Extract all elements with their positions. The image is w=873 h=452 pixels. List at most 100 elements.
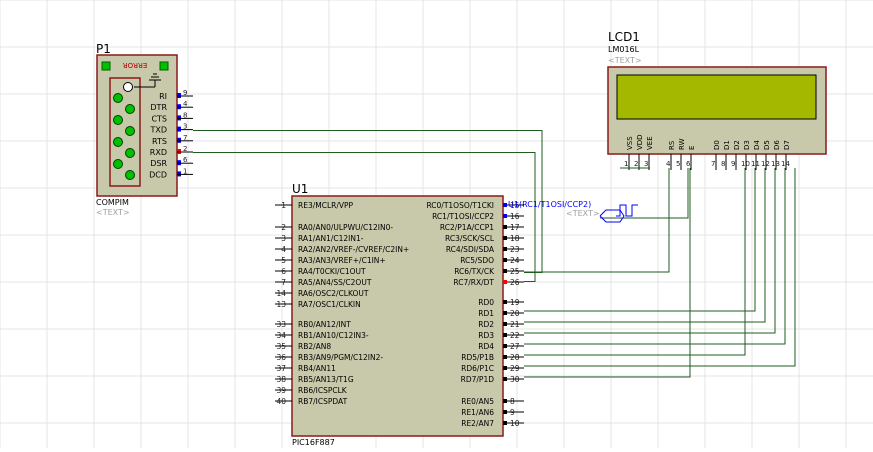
p1-pin-number: 8 [183,111,187,119]
p1-led-right [159,61,169,71]
mcu-right-pin-marker [503,247,507,251]
wire-rd5[interactable] [524,168,746,356]
mcu-right-pin-number: 28 [510,353,520,362]
lcd-pin-label-d2: D2 [733,140,741,150]
mcu-right-pin-marker [503,300,507,304]
lcd-ref: LCD1 [608,30,640,44]
mcu-left-pin-label: RA0/AN0/ULPWU/C12IN0- [298,223,393,232]
mcu-left-pin-label: RB7/ICSPDAT [298,397,348,406]
mcu-right-pin-marker [503,333,507,337]
p1-signal-dtr: DTR [150,103,167,112]
p1-pin-number: 9 [183,89,187,97]
lcd-pin-label-d3: D3 [743,140,751,150]
mcu-right-pin-label: RD5/P1B [461,353,494,362]
wire-d7-rd4[interactable] [524,168,786,345]
mcu-left-pin-label: RA1/AN1/C12IN1- [298,234,364,243]
p1-pin-number: 1 [183,167,187,175]
lcd-pin-label-d6: D6 [773,140,781,150]
lcd-pin-label-e: E [688,146,696,150]
mcu-right-pin-number: 25 [510,267,520,276]
p1-signal-dsr: DSR [150,159,167,168]
mcu-left-pin-label: RA4/T0CKI/C1OUT [298,267,366,276]
p1-pin-number: 6 [183,156,188,164]
wire-rxd-rc7[interactable] [193,152,536,282]
mcu-right-pin-number: 8 [510,397,515,406]
mcu-right-pin-number: 9 [510,408,515,417]
p1-type: COMPIM [96,198,129,207]
mcu-ref: U1 [292,182,308,196]
mcu-right-pin-label: RE0/AN5 [461,397,494,406]
db9-pin [125,170,135,180]
mcu-left-pin-label: RA5/AN4/SS/C2OUT [298,278,372,287]
mcu-left-pin-label: RB4/AN11 [298,364,336,373]
mcu-right-pin-marker [503,355,507,359]
square-wave-icon [616,204,638,217]
db9-pin [125,148,135,158]
mcu-right-pin-marker [503,366,507,370]
mcu-left-pin-number: 7 [281,278,286,287]
mcu-right-pin-marker [503,269,507,273]
lcd-pin-label-rw: RW [678,138,686,150]
wire-rs[interactable] [524,168,670,273]
mcu-right-pin-marker [503,280,507,284]
mcu-right-pin-marker [503,377,507,381]
lcd-component[interactable]: LCD1 LM016L <TEXT> VSS1VDD2VEE3RS4RW5E6D… [607,30,827,170]
lcd-pin-number: 5 [676,160,680,168]
lcd-pin-number: 1 [624,160,628,168]
mcu-left-pin-number: 3 [281,234,286,243]
lcd-pin-number: 2 [634,160,638,168]
p1-text-placeholder: <TEXT> [96,208,130,217]
wire-d6-rd3[interactable] [524,168,776,334]
mcu-right-pin-number: 22 [510,331,520,340]
p1-signal-dcd: DCD [149,170,167,179]
mcu-left-pin-number: 34 [276,331,286,340]
mcu-right-pin-marker [503,344,507,348]
mcu-right-pin-number: 16 [510,212,520,221]
lcd-pins: VSS1VDD2VEE3RS4RW5E6D07D18D29D310D411D51… [624,134,791,170]
mcu-left-pin-label: RA3/AN3/VREF+/C1IN+ [298,256,386,265]
ground-icon [134,73,161,88]
mcu-right-pin-label: RD4 [478,342,494,351]
mcu-right-pin-label: RD1 [478,309,494,318]
probe[interactable]: U1(RC1/T1OSI/CCP2) <TEXT> [508,200,638,223]
db9-pin [113,137,123,147]
mcu-right-pin-label: RC6/TX/CK [454,267,495,276]
mcu-left-pin-number: 39 [276,386,286,395]
wire-rd7[interactable] [524,168,691,378]
mcu-right-pin-number: 24 [510,256,520,265]
wire-d4-rd1[interactable] [524,168,756,312]
mcu-right-pins: 15RC0/T1OSO/T1CKI16RC1/T1OSI/CCP217RC2/P… [426,201,524,428]
wire-e[interactable] [600,168,689,219]
db9-pin [125,126,135,136]
mcu-body [291,195,504,437]
mcu-right-pin-number: 15 [510,201,520,210]
mcu-right-pin-marker [503,225,507,229]
mcu-right-pin-number: 26 [510,278,520,287]
p1-signal-ri: RI [159,92,167,101]
p1-signal-cts: CTS [151,114,167,123]
p1-signal-rxd: RXD [150,148,167,157]
lcd-screen [616,74,817,120]
mcu-right-pin-label: RD0 [478,298,494,307]
p1-signal-rts: RTS [152,137,167,146]
mcu-right-pin-number: 20 [510,309,520,318]
lcd-pin-number: 10 [741,160,750,168]
mcu-left-pin-number: 36 [276,353,286,362]
mcu-type: PIC16F887 [292,438,335,447]
wire-rd6[interactable] [524,168,796,367]
lcd-pin-number: 12 [761,160,770,168]
probe-text-placeholder: <TEXT> [566,209,600,218]
wire-d5-rd2[interactable] [524,168,766,323]
mcu-left-pin-label: RA6/OSC2/CLKOUT [298,289,369,298]
lcd-pin-number: 3 [644,160,648,168]
lcd-pin-label-d5: D5 [763,140,771,150]
mcu-left-pin-label: RA7/OSC1/CLKIN [298,300,361,309]
mcu-left-pin-number: 1 [281,201,286,210]
lcd-pin-number: 13 [771,160,780,168]
mcu-left-pin-number: 38 [276,375,286,384]
mcu-right-pin-number: 27 [510,342,520,351]
